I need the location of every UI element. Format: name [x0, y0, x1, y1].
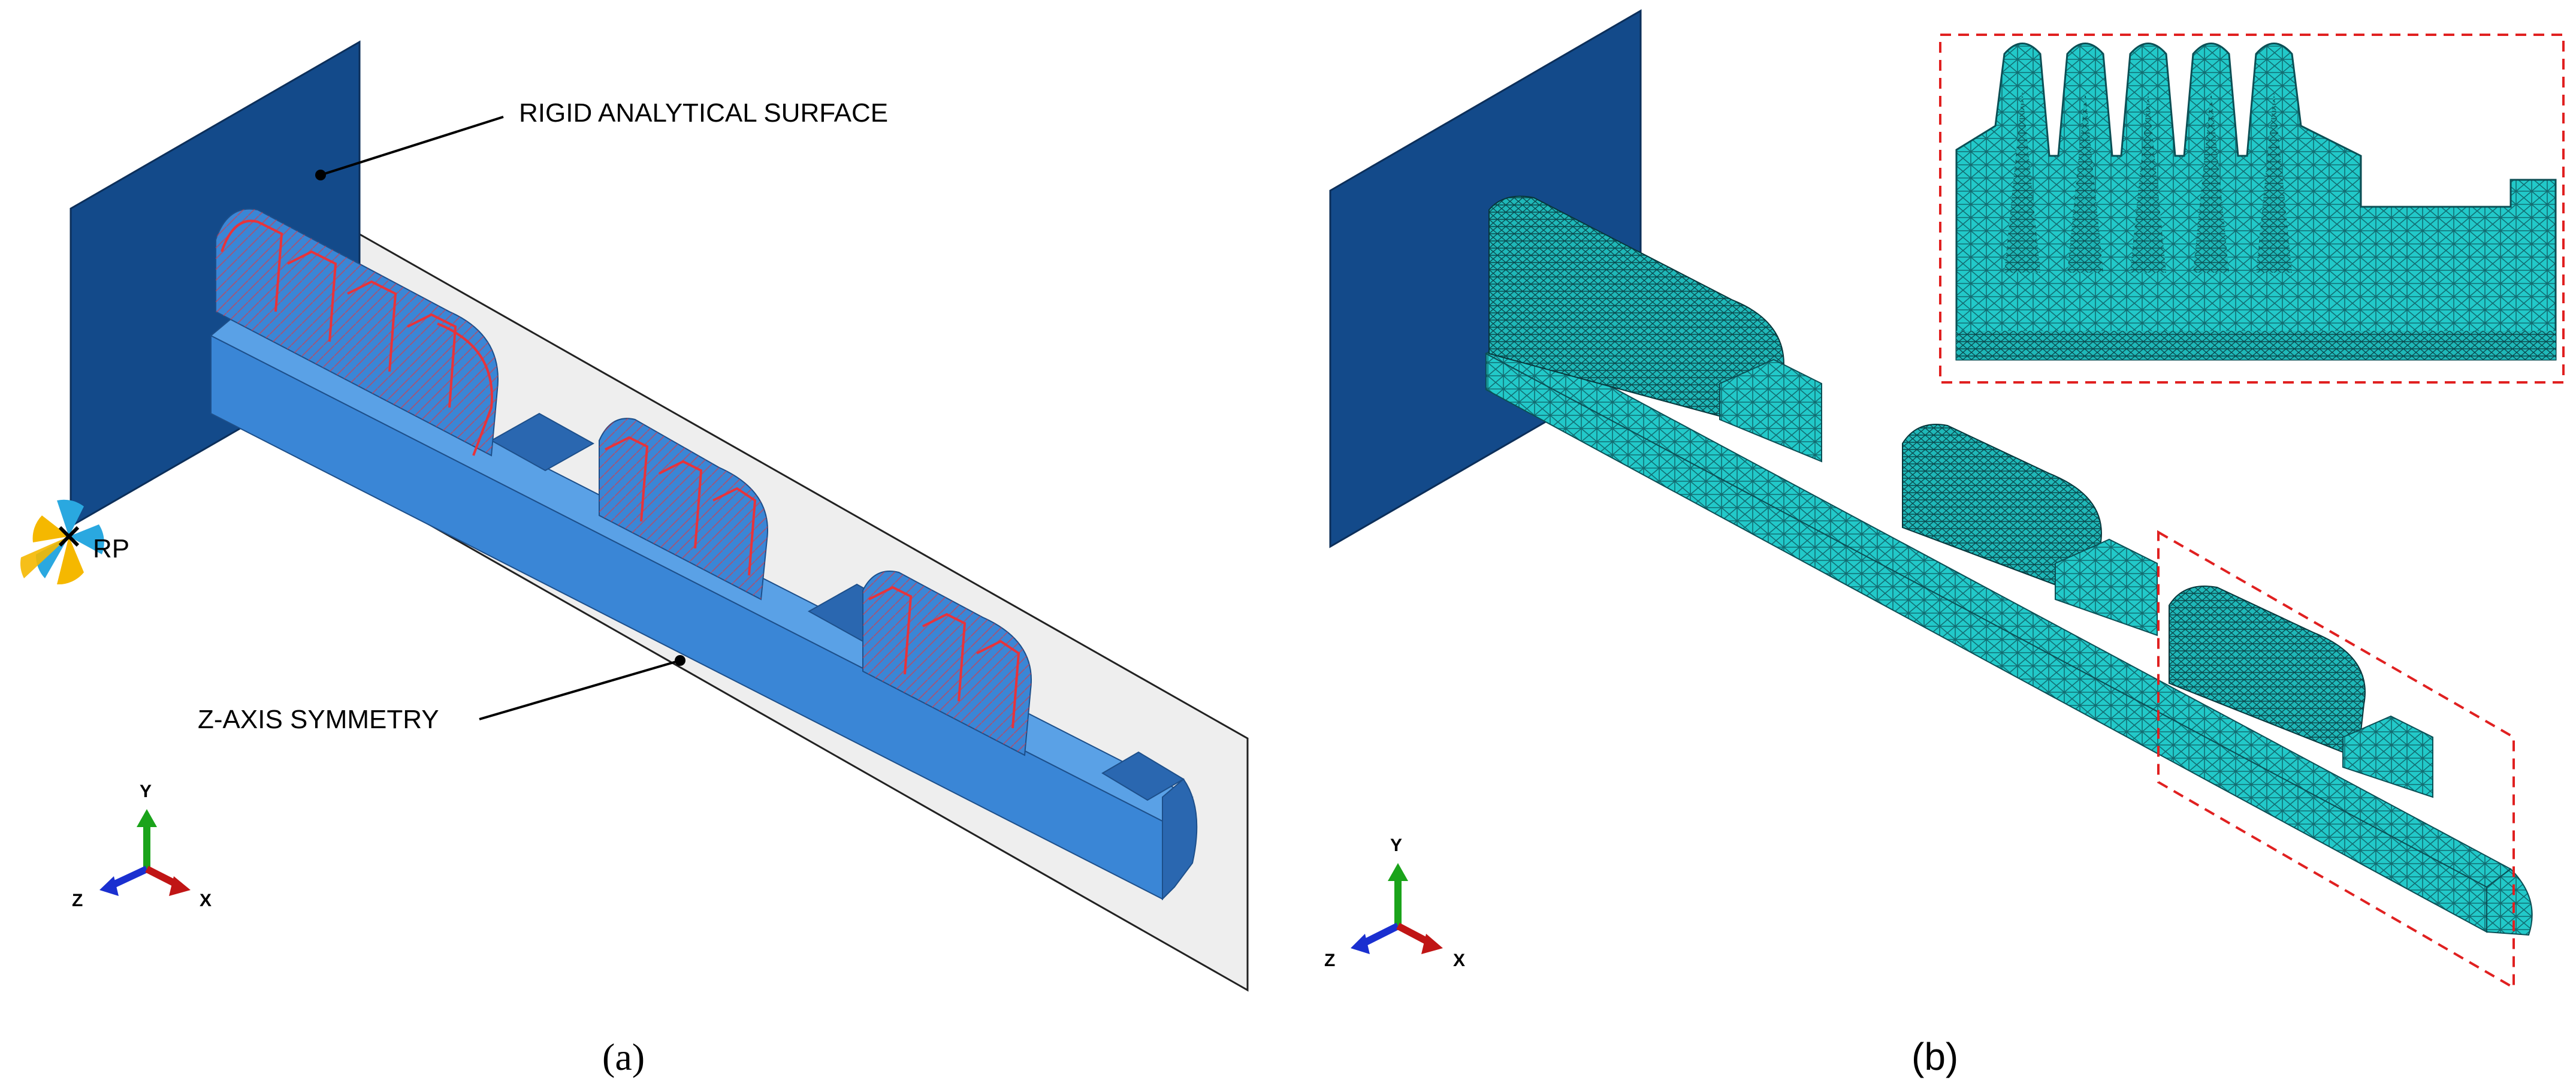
- axis-x-label-b: X: [1453, 951, 1465, 970]
- shaft-step-1: [490, 412, 595, 472]
- inset-gear-profile: [1955, 43, 2557, 361]
- panel-a: RIGID ANALYTICAL SURFACE Z-AXIS SYMMETRY…: [20, 40, 1249, 1078]
- gear-section-1: [215, 208, 499, 457]
- mesh-gear-3: [2169, 586, 2366, 759]
- highlight-region-dashed: [2157, 530, 2515, 990]
- caption-b: (b): [1911, 1035, 1958, 1078]
- panel-b: Y Z X (b): [1324, 9, 2565, 1078]
- callout-rigid-dot: [315, 170, 326, 180]
- caption-a: (a): [602, 1036, 645, 1078]
- callout-symmetry-dot: [675, 655, 685, 666]
- inset-base-layer: [1956, 331, 2556, 360]
- mesh-shaft-body: [1485, 352, 2487, 933]
- axis-z-label-b: Z: [1324, 951, 1335, 970]
- gear-section-2: [599, 418, 768, 601]
- mesh-shaft-block-3: [2342, 715, 2433, 798]
- mesh-shaft-block-1: [1719, 358, 1822, 463]
- axis-triad-b: Y Z X: [1324, 835, 1465, 970]
- reference-point-marker: [20, 499, 104, 585]
- mesh-shaft-block-2: [2055, 538, 2158, 636]
- shaft-end-cap: [1162, 778, 1198, 901]
- axis-z-label-a: Z: [72, 891, 83, 910]
- callout-rigid-label: RIGID ANALYTICAL SURFACE: [519, 98, 888, 128]
- inset-tooth-roots: [2004, 90, 2292, 273]
- callout-symmetry-label: Z-AXIS SYMMETRY: [198, 705, 439, 734]
- inset-detail: [1939, 34, 2565, 384]
- rp-label: RP: [93, 534, 129, 563]
- mesh-shaft-top: [1484, 334, 2512, 888]
- mesh-gear-2: [1902, 424, 2102, 601]
- callout-symmetry-leader: [479, 659, 681, 720]
- shaft-step-3: [1101, 751, 1185, 801]
- gear-section-3: [862, 571, 1032, 756]
- axis-x-label-a: X: [200, 891, 212, 910]
- axis-y-label-b: Y: [1390, 835, 1402, 855]
- axis-y-label-a: Y: [140, 782, 152, 801]
- axis-triad-a: Y Z X: [72, 782, 212, 910]
- callout-rigid-leader: [320, 116, 504, 176]
